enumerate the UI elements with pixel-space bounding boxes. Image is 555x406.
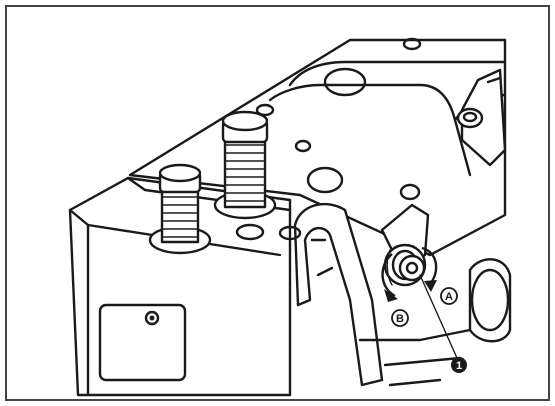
leader-line-1 (419, 274, 458, 359)
svg-text:A: A (445, 291, 453, 303)
right-bracket (456, 68, 507, 167)
thread-guide-lever (278, 202, 384, 387)
threaded-post-tall (213, 110, 277, 220)
callout-a: A (440, 287, 458, 305)
callout-1: 1 (451, 357, 467, 373)
lower-base (358, 328, 472, 387)
svg-text:B: B (396, 313, 404, 325)
machine-arm (128, 37, 507, 257)
head-cover (68, 176, 292, 397)
tension-assembly (380, 203, 430, 287)
rotation-arrow-a-icon (421, 246, 438, 292)
diagram-border (5, 5, 550, 401)
rotation-arrow-b-icon (381, 253, 398, 302)
right-cylinder (468, 258, 512, 343)
svg-text:1: 1 (456, 360, 462, 372)
callout-b: B (391, 309, 409, 327)
threaded-post-short (148, 163, 212, 255)
